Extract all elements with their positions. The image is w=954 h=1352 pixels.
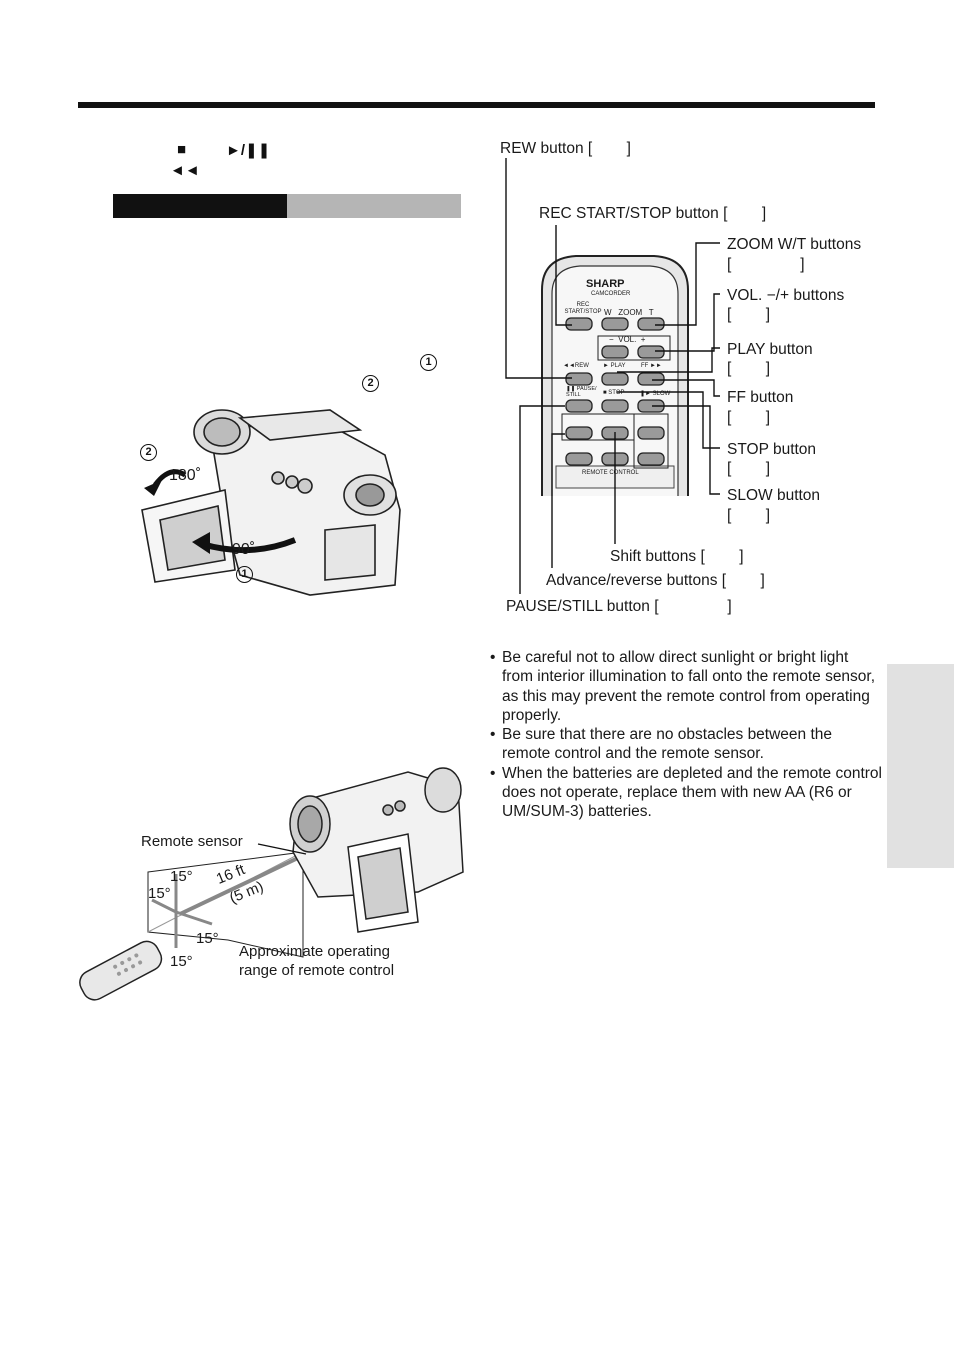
note-item: When the batteries are depleted and the … xyxy=(488,764,883,822)
remote-slow-label: ❚► SLOW xyxy=(640,391,671,397)
remote-control-illustration xyxy=(541,255,689,496)
step-marker-1: 1 xyxy=(420,354,437,371)
callout-play: PLAY button xyxy=(727,341,813,358)
callout-zoom-bracket: [ ] xyxy=(727,256,805,273)
note-item: Be sure that there are no obstacles betw… xyxy=(488,725,883,764)
callout-vol: VOL. −/+ buttons xyxy=(727,287,845,304)
header-rule xyxy=(78,102,875,108)
callout-rew: REW button [ ] xyxy=(500,140,631,157)
angle-bottom-label: 15° xyxy=(170,953,193,970)
callout-lines xyxy=(505,158,720,594)
section-bar-dark xyxy=(113,194,287,218)
callout-vol-bracket: [ ] xyxy=(727,306,771,323)
callout-play-bracket: [ ] xyxy=(727,360,771,377)
range-caption-line1: Approximate operating xyxy=(239,943,390,960)
remote-ff-label: FF ►► xyxy=(641,363,662,369)
remote-vol-label: − VOL. + xyxy=(609,335,646,344)
callout-slow: SLOW button xyxy=(727,487,821,504)
callout-zoom: ZOOM W/T buttons xyxy=(727,236,862,253)
callout-advance: Advance/reverse buttons [ ] xyxy=(546,572,765,589)
angle-top-label: 15° xyxy=(170,868,193,885)
callout-stop-bracket: [ ] xyxy=(727,460,771,477)
fig-marker-1: 1 xyxy=(236,566,253,583)
remote-pause-label: ❚❚ PAUSE/ STILL xyxy=(566,386,597,398)
callout-pause: PAUSE/STILL button [ ] xyxy=(506,598,732,615)
callout-shift: Shift buttons [ ] xyxy=(610,548,744,565)
side-tab xyxy=(887,664,954,868)
angle-right-label: 15° xyxy=(196,930,219,947)
remote-sub: CAMCORDER xyxy=(591,291,631,297)
stop-symbol: ■ xyxy=(177,141,187,158)
angle-180-label: 180˚ xyxy=(169,467,202,484)
remote-sensor-label: Remote sensor xyxy=(141,833,243,850)
remote-brand: SHARP xyxy=(586,278,625,290)
step-marker-2: 2 xyxy=(362,375,379,392)
remote-stop-label: ■ STOP xyxy=(603,390,625,396)
section-bar-light xyxy=(287,194,461,218)
play-pause-symbol: ►/❚❚ xyxy=(226,142,271,159)
fig-marker-2: 2 xyxy=(140,444,157,461)
remote-play-label: ► PLAY xyxy=(603,363,626,369)
operating-range-illustration xyxy=(79,767,464,1001)
angle-left-label: 15° xyxy=(148,885,171,902)
callout-ff-bracket: [ ] xyxy=(727,409,771,426)
remote-zoom-label: W ZOOM T xyxy=(604,308,654,317)
remote-rew-label: ◄◄REW xyxy=(563,363,589,369)
range-caption-line2: range of remote control xyxy=(239,962,395,979)
remote-rec-label: REC START/STOP xyxy=(564,302,602,315)
note-item: Be careful not to allow direct sunlight … xyxy=(488,648,883,725)
camcorder-lcd-illustration xyxy=(141,409,401,596)
callout-rec: REC START/STOP button [ ] xyxy=(539,205,767,222)
notes-list: Be careful not to allow direct sunlight … xyxy=(488,648,883,822)
remote-footer-label: REMOTE CONTROL xyxy=(582,470,639,476)
rew-symbol: ◄◄ xyxy=(170,162,200,179)
callout-slow-bracket: [ ] xyxy=(727,507,771,524)
angle-90-label: 90˚ xyxy=(232,541,256,558)
callout-ff: FF button xyxy=(727,389,794,406)
callout-stop: STOP button xyxy=(727,441,817,458)
